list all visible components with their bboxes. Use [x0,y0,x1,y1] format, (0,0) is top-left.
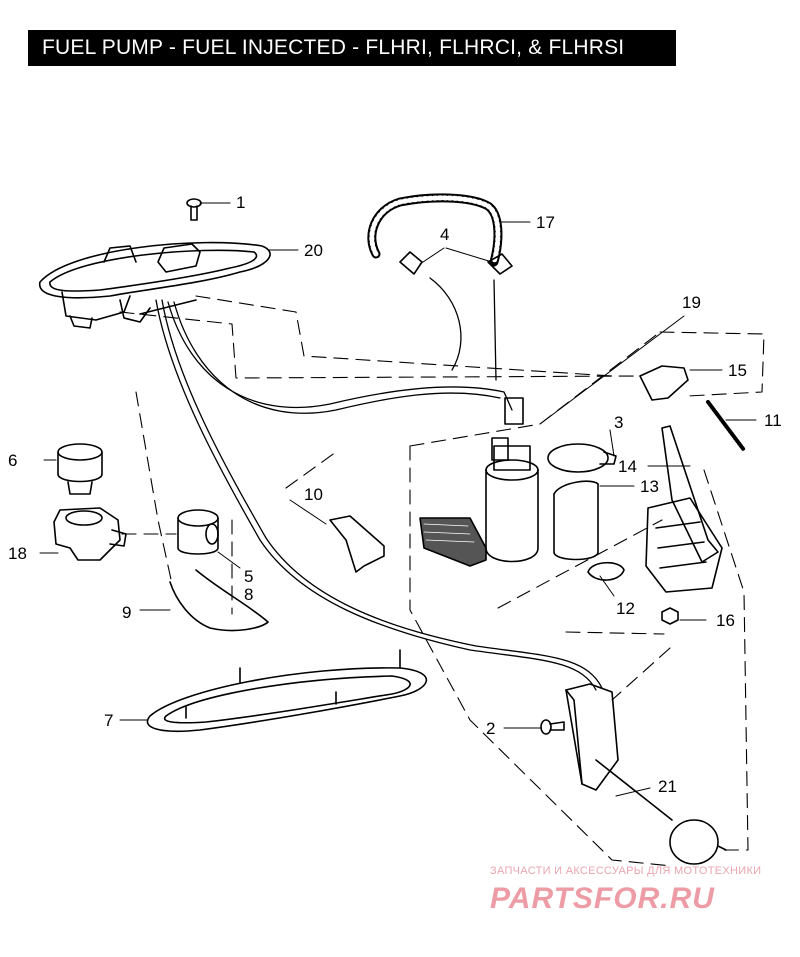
clip-bracket [329,515,385,573]
screw-2 [540,719,565,735]
callout-13: 13 [640,477,659,496]
watermark-logo: PARTSFOR.RU [490,882,715,914]
callout-20: 20 [304,241,323,260]
callout-4: 4 [440,225,450,244]
pump-top-plate [39,241,271,329]
watermark-logo-text: PARTSFOR.RU [490,882,715,914]
callout-9: 9 [122,603,132,622]
callout-18: 18 [8,544,27,563]
level-sender [565,683,727,865]
callout-leaders [39,202,757,797]
sender-bracket [645,425,723,593]
callout-11: 11 [764,411,782,430]
isolator [587,561,625,581]
callout-12: 12 [616,599,635,618]
nut [661,607,679,625]
screw-1 [186,198,202,221]
regulator-housing [53,507,127,561]
callout-8: 8 [244,585,254,604]
watermark-caption: ЗАПЧАСТИ И АКСЕССУАРЫ ДЛЯ МОТОТЕХНИКИ [490,865,762,877]
bracket-top [639,365,689,401]
callout-3: 3 [614,413,624,432]
fuel-pump [419,445,539,567]
callout-14: 14 [618,457,637,476]
callout-16: 16 [716,611,735,630]
fuel-lines [155,277,603,691]
callout-17: 17 [536,213,555,232]
corrugated-hose [367,193,513,275]
vent-hose [169,569,269,632]
callout-10: 10 [304,485,323,504]
fuel-filter [177,509,219,555]
pump-connector [491,397,524,461]
callout-15: 15 [728,361,747,380]
clamp-band [547,443,617,473]
diagram-title: FUEL PUMP - FUEL INJECTED - FLHRI, FLHRC… [28,30,676,66]
assembly-dashed-lines [119,295,765,867]
callout-5: 5 [244,567,254,586]
gasket [146,649,428,733]
spring [706,400,746,452]
callout-1: 1 [236,193,246,212]
callout-7: 7 [104,711,114,730]
callout-19: 19 [682,293,701,312]
callout-2: 2 [486,719,496,738]
pressure-regulator [57,443,103,495]
callout-6: 6 [8,451,18,470]
pump-sleeve [553,480,599,561]
callout-21: 21 [658,777,677,796]
